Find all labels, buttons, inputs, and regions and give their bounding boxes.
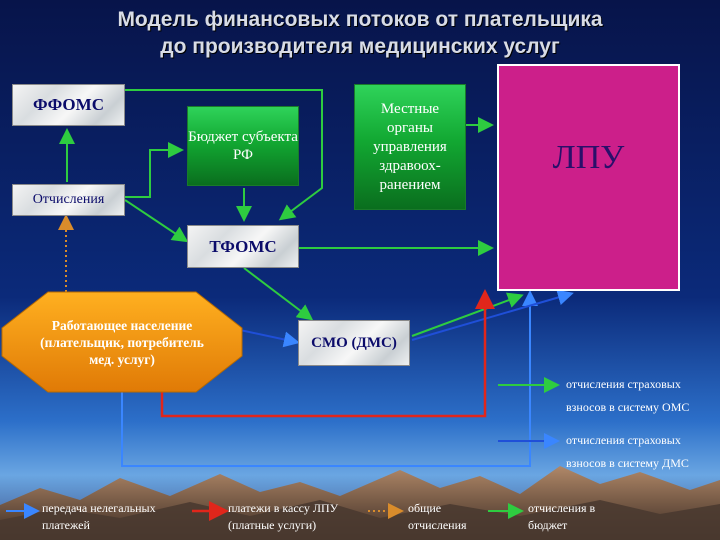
- legend-budget-label: отчисления в бюджет: [528, 501, 596, 532]
- node-deductions-label: Отчисления: [32, 192, 105, 207]
- title-line-2: до производителя медицинских услуг: [160, 35, 560, 58]
- flow-deductions-to-budget: [125, 142, 184, 198]
- node-local-health: Местные органы управления здравоох-ранен…: [354, 84, 466, 210]
- node-tfoms-label: ТФОМС: [209, 236, 277, 256]
- flow-smo-dms-to-lpu: [411, 289, 574, 341]
- legend-dms: отчисления страховых взносов в систему Д…: [566, 429, 716, 475]
- legend-general-label: общие отчисления: [408, 501, 467, 532]
- legend-general: общие отчисления: [408, 500, 483, 534]
- node-lpu: ЛПУ: [497, 64, 680, 291]
- node-tfoms: ТФОМС: [187, 225, 299, 268]
- legend-paid: платежи в кассу ЛПУ (платные услуги): [228, 500, 368, 534]
- legend-illegal-label: передача нелегальных платежей: [42, 501, 156, 532]
- flow-smo-to-lpu: [411, 292, 524, 337]
- node-smo-label: СМО (ДМС): [311, 334, 397, 351]
- legend-dms-label: отчисления страховых взносов в систему Д…: [566, 433, 689, 470]
- node-population: Работающее население (плательщик, потреб…: [40, 294, 204, 390]
- page-title: Модель финансовых потоков от плательщика…: [60, 6, 660, 60]
- legend-illegal: передача нелегальных платежей: [42, 500, 187, 534]
- node-budget: Бюджет субъекта РФ: [187, 106, 299, 186]
- node-deductions: Отчисления: [12, 184, 125, 216]
- flow-deductions-to-tfoms: [124, 199, 189, 243]
- legend-budget: отчисления в бюджет: [528, 500, 608, 534]
- node-smo: СМО (ДМС): [298, 320, 410, 366]
- legend-paid-label: платежи в кассу ЛПУ (платные услуги): [228, 501, 339, 532]
- flow-population-to-smo: [239, 329, 300, 348]
- node-ffoms: ФФОМС: [12, 84, 125, 126]
- flow-tfoms-to-smo: [243, 267, 314, 321]
- node-local-health-label: Местные органы управления здравоох-ранен…: [373, 100, 447, 193]
- title-line-1: Модель финансовых потоков от плательщика: [117, 8, 603, 31]
- flow-population-illegal: [121, 290, 538, 467]
- node-ffoms-label: ФФОМС: [33, 95, 104, 114]
- flow-ffoms-to-local-health: [125, 89, 323, 221]
- node-budget-label: Бюджет субъекта РФ: [188, 129, 298, 163]
- node-population-label: Работающее население (плательщик, потреб…: [40, 317, 204, 367]
- node-lpu-label: ЛПУ: [552, 138, 625, 176]
- legend-oms-label: отчисления страховых взносов в систему О…: [566, 377, 690, 414]
- legend-oms: отчисления страховых взносов в систему О…: [566, 373, 716, 419]
